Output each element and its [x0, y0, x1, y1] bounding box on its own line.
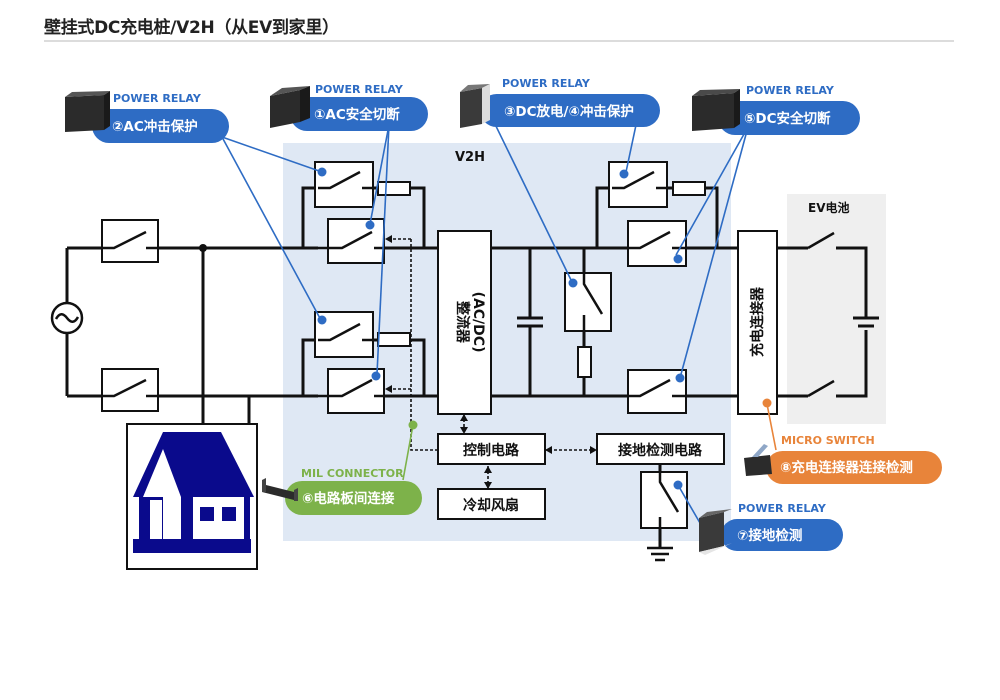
callout-6-badge[interactable] [285, 481, 422, 515]
control-circuit-label: 控制电路 [463, 442, 520, 459]
ev-contactor-bottom [807, 379, 835, 398]
power-relay-product-icon [692, 89, 740, 131]
charging-connector-block [737, 230, 778, 415]
arrow-heads [385, 235, 597, 489]
house-icon [126, 423, 258, 570]
callout-2-text: ②AC冲击保护 [112, 118, 198, 135]
power-relay-product-icon [699, 509, 732, 555]
ev-battery-region [787, 194, 886, 424]
callout-6-text: ⑥电路板间连接 [302, 490, 395, 507]
callout-leaders [221, 119, 749, 524]
ev-contactor-top [807, 231, 835, 250]
relay-7-ground-detect [640, 464, 688, 529]
callout-1-text: ①AC安全切断 [314, 106, 400, 123]
ev-battery-label: EV电池 [808, 200, 850, 215]
micro-switch-product-icon [744, 444, 772, 476]
ac-breaker-top [101, 219, 159, 263]
callout-2-category: POWER RELAY [113, 92, 202, 105]
charging-connector-label: 充电连接器 [749, 286, 766, 357]
junction-dot [199, 244, 207, 252]
resistor [377, 332, 411, 347]
callout-8-badge[interactable] [766, 451, 942, 484]
leader-mil [402, 424, 414, 481]
callout-5-text: ⑤DC安全切断 [744, 110, 831, 127]
discharge-resistor [577, 346, 592, 378]
callout-5-category: POWER RELAY [746, 84, 835, 97]
resistor [377, 181, 411, 196]
cooling-fan-label: 冷却风扇 [463, 497, 519, 514]
leader-micro-switch [766, 403, 777, 451]
title-divider [44, 40, 954, 42]
relay-4-inrush [608, 161, 668, 208]
circuit-wires [65, 186, 868, 548]
callout-8-text: ⑧充电连接器连接检测 [780, 459, 913, 476]
power-relay-product-icon [460, 84, 490, 128]
callout-2-badge[interactable] [92, 109, 229, 143]
power-relay-product-icon [65, 91, 110, 132]
ac-breaker-bottom [101, 368, 159, 412]
control-circuit-block [437, 433, 546, 465]
ac-wave-icon [54, 313, 80, 323]
page-title: 壁挂式DC充电桩/V2H（从EV到家里） [44, 18, 339, 38]
callout-7-badge[interactable] [721, 519, 843, 551]
callout-7-category: POWER RELAY [738, 502, 827, 515]
power-relay-product-icon [270, 86, 310, 128]
relay-5-bottom [627, 369, 687, 414]
capacitor-icon [517, 316, 543, 328]
callout-8-category: MICRO SWITCH [781, 434, 875, 447]
callout-1-badge[interactable] [290, 97, 428, 131]
callout-7-text: ⑦接地检测 [737, 527, 802, 544]
resistor [672, 181, 706, 196]
rectifier-sublabel: (AC/DC) [470, 292, 486, 353]
callout-3-category: POWER RELAY [502, 77, 591, 90]
rectifier-label: 整流器 [454, 300, 471, 344]
callout-3-badge[interactable] [480, 94, 660, 127]
callout-3-text: ③DC放电/④冲击保护 [504, 103, 634, 120]
mil-connector-product-icon [262, 478, 298, 501]
callout-1-category: POWER RELAY [315, 83, 404, 96]
cooling-fan-block [437, 488, 546, 520]
ground-detect-block [596, 433, 725, 465]
callout-6-category: MIL CONNECTOR [301, 467, 404, 480]
ground-icon [647, 546, 673, 562]
v2h-label: V2H [455, 150, 485, 165]
ground-detect-label: 接地检测电路 [618, 442, 703, 459]
leader-dots [317, 167, 772, 490]
callout-5-badge[interactable] [718, 101, 860, 135]
battery-icon [853, 316, 879, 328]
